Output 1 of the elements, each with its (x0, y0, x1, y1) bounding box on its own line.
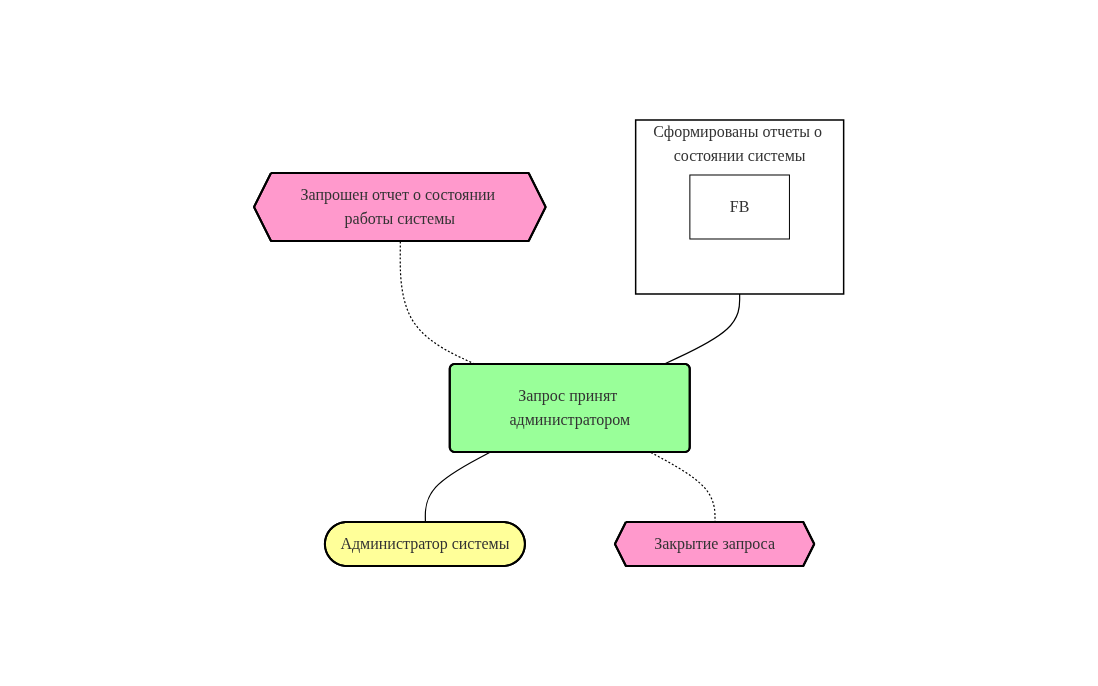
node-box: FB (689, 174, 791, 240)
